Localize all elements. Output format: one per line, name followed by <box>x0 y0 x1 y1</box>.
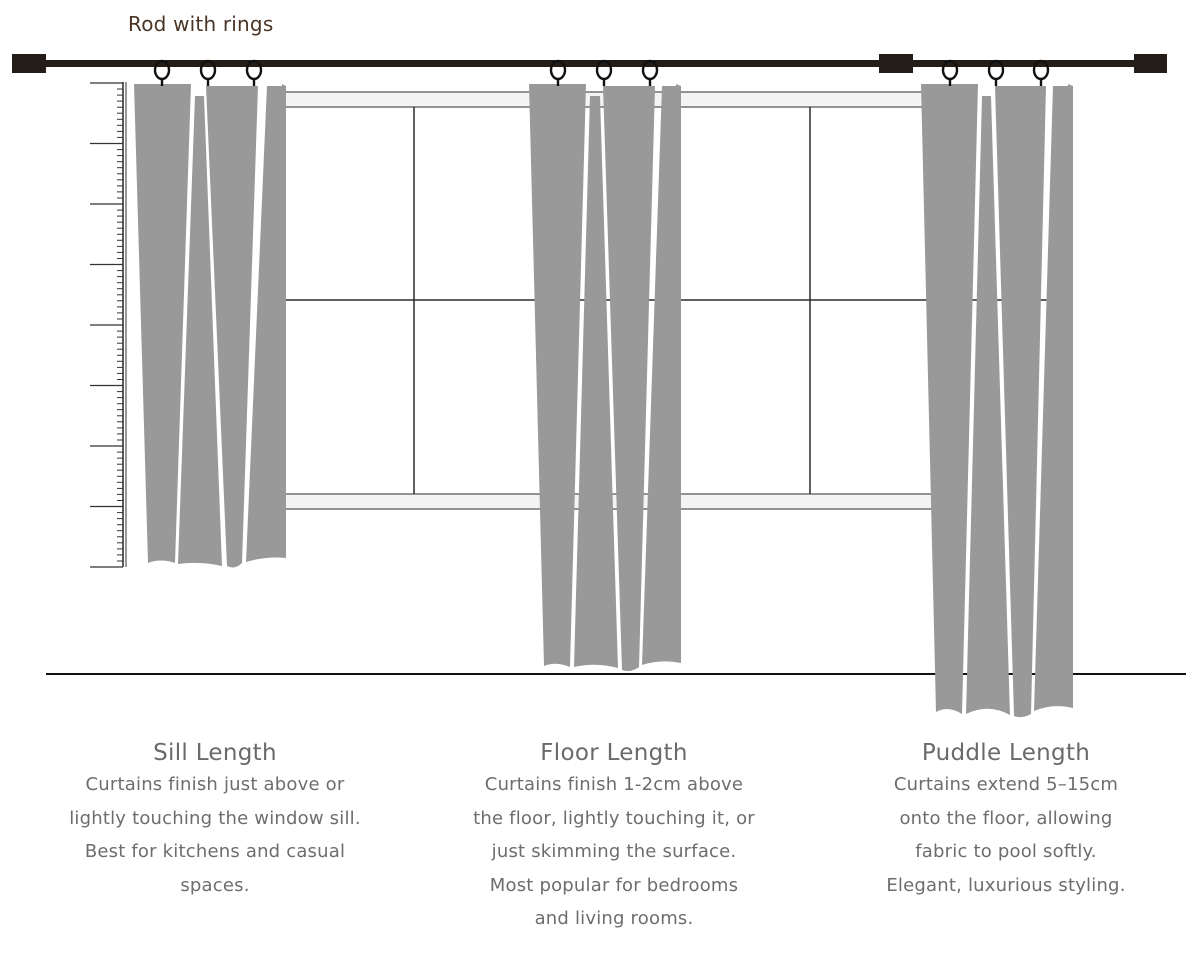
caption-line: spaces. <box>180 874 250 896</box>
caption-line: Best for kitchens and casual <box>84 841 346 862</box>
ring-group-floor <box>549 59 659 86</box>
caption-line: Most popular for bedrooms <box>489 874 739 896</box>
curtain-rings <box>153 59 1050 86</box>
caption-floor: Floor Length Curtains finish 1-2cm above… <box>424 740 804 936</box>
caption-line: Curtains finish just above or <box>85 774 345 795</box>
rod-with-rings-label: Rod with rings <box>128 12 274 36</box>
curtain-rod <box>12 54 1167 73</box>
caption-line: Elegant, luxurious styling. <box>886 874 1126 896</box>
caption-line: Curtains finish 1-2cm above <box>484 774 744 795</box>
rod-finial-left <box>12 54 46 73</box>
caption-line: and living rooms. <box>534 908 694 929</box>
caption-line: onto the floor, allowing <box>899 807 1113 829</box>
curtain-floor <box>529 84 681 671</box>
caption-line: just skimming the surface. <box>491 841 737 862</box>
curtain-sill <box>134 84 286 568</box>
caption-line: lightly touching the window sill. <box>69 807 361 829</box>
caption-title: Puddle Length <box>921 740 1091 766</box>
caption-sill: Sill Length Curtains finish just above o… <box>25 740 405 902</box>
measuring-ruler <box>90 82 127 568</box>
caption-title: Floor Length <box>540 740 688 766</box>
ring-group-sill <box>153 59 263 86</box>
rod-bar <box>14 60 1166 67</box>
rod-finial-right <box>1134 54 1167 73</box>
caption-title: Sill Length <box>153 740 277 766</box>
ring-group-puddle <box>941 59 1050 86</box>
rod-bracket <box>879 54 913 73</box>
caption-puddle: Puddle Length Curtains extend 5–15cm ont… <box>816 740 1196 902</box>
caption-line: Curtains extend 5–15cm <box>893 774 1119 795</box>
curtain-puddle <box>921 84 1073 718</box>
caption-line: the floor, lightly touching it, or <box>473 807 755 829</box>
caption-line: fabric to pool softly. <box>915 841 1097 862</box>
